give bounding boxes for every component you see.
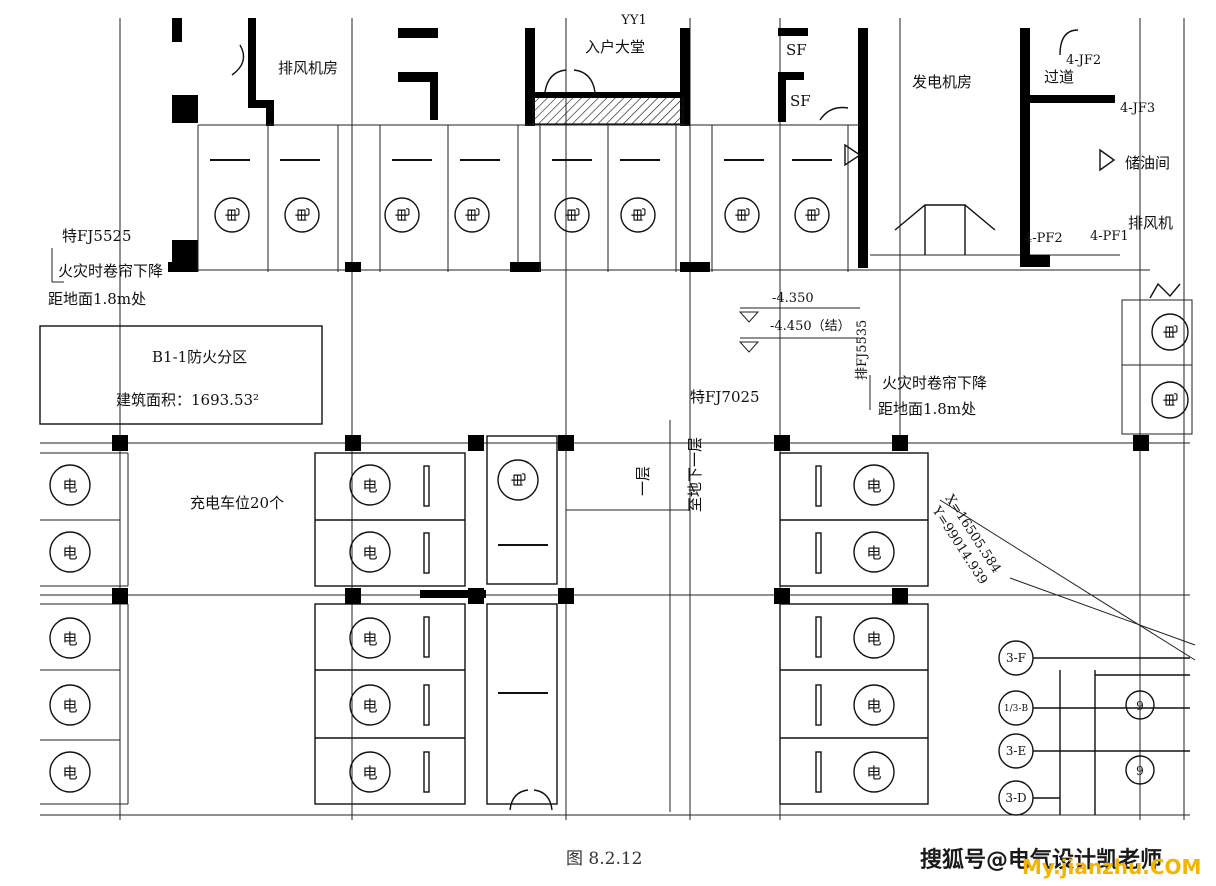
zone-area: 建筑面积：1693.53² <box>116 391 259 409</box>
mid-left-stalls <box>314 435 558 805</box>
ev-label: 电 <box>866 544 881 562</box>
axis-tag-3f: 3-F <box>1006 651 1026 665</box>
ev-label: 电 <box>62 630 77 648</box>
columns <box>112 262 1149 604</box>
zone-title: B1-1防火分区 <box>152 348 247 366</box>
watermark-overlay: My.jianzhu.COM <box>1022 855 1201 879</box>
label-fj5525: 特FJ5525 <box>62 227 132 245</box>
ev-label: 电 <box>564 207 582 222</box>
label-stair-up: 一层 <box>634 466 652 496</box>
axis-mark: 9 <box>1136 764 1144 778</box>
label-stair-down: 至地下一层 <box>686 437 704 512</box>
ev-label: 电 <box>464 207 482 222</box>
label-shutter-left-2: 距地面1.8m处 <box>48 290 146 308</box>
entrance-lintel <box>533 92 683 98</box>
right-block <box>1121 299 1193 435</box>
mid-right-stalls <box>779 452 929 805</box>
ev-label: 电 <box>866 697 881 715</box>
tag-pf1: 4-PF1 <box>1090 229 1129 244</box>
room-exhaust-fan: 排风机 <box>1128 214 1173 232</box>
tag-jf3: 4-JF3 <box>1120 101 1155 116</box>
label-shutter-left-1: 火灾时卷帘下降 <box>58 262 163 280</box>
fan-symbols <box>844 143 1116 172</box>
label-level-2: -4.450（结） <box>770 319 851 334</box>
entrance-hatch <box>532 95 684 125</box>
axis-mark: 9 <box>1136 699 1144 713</box>
zone-box <box>39 325 323 425</box>
room-sf-upper: SF <box>786 41 807 59</box>
room-exhaust-fan-room: 排风机房 <box>278 59 338 77</box>
ev-label: 电 <box>362 477 377 495</box>
figure-caption: 图 8.2.12 <box>566 849 642 869</box>
label-fj7025: 特FJ7025 <box>690 388 760 406</box>
ev-label: 电 <box>394 207 412 222</box>
ev-label: 电 <box>630 207 648 222</box>
left-column-stalls <box>40 452 129 805</box>
tag-jf2: 4-JF2 <box>1066 53 1101 68</box>
label-level-1: -4.350 <box>772 291 814 306</box>
room-entrance-hall: 入户大堂 <box>585 38 645 56</box>
ev-label: 电 <box>62 477 77 495</box>
label-shutter-right-2: 距地面1.8m处 <box>878 400 976 418</box>
tag-pf2: 4-PF2 <box>1024 231 1063 246</box>
ev-label: 电 <box>294 207 312 222</box>
ev-label: 电 <box>866 764 881 782</box>
door-swings <box>231 29 1181 811</box>
stall-slots <box>423 465 822 793</box>
ev-label: 电 <box>362 544 377 562</box>
axis-tag-3d: 3-D <box>1005 791 1026 805</box>
ev-label: 电 <box>224 207 242 222</box>
ev-label: 电 <box>62 697 77 715</box>
ev-chargers: 电 电 电 电 电 电 电 电 电 电 电 电 电 电 电 电 电 电 电 电 … <box>49 197 1189 793</box>
ev-label: 电 <box>1162 392 1180 407</box>
room-sf-lower: SF <box>790 92 811 110</box>
ev-label: 电 <box>804 207 822 222</box>
label-charging-spaces: 充电车位20个 <box>190 494 284 512</box>
ev-label: 电 <box>62 764 77 782</box>
room-generator: 发电机房 <box>912 73 972 91</box>
axis-tag-3e: 3-E <box>1006 744 1026 758</box>
leader-lines <box>51 248 1196 812</box>
grid-lines <box>40 18 1190 820</box>
ev-label: 电 <box>62 544 77 562</box>
axis-tag-13b: 1/3-B <box>1004 704 1029 714</box>
axis-tag-circles <box>998 640 1190 816</box>
ev-label: 电 <box>362 630 377 648</box>
ev-label: 电 <box>866 477 881 495</box>
walls <box>168 18 1115 272</box>
room-mark-top: YY1 <box>620 13 646 28</box>
ev-label: 电 <box>362 764 377 782</box>
label-shutter-right-1: 火灾时卷帘下降 <box>882 374 987 392</box>
room-oil-storage: 储油间 <box>1125 154 1170 172</box>
ev-label: 电 <box>866 630 881 648</box>
top-stall-row <box>197 124 860 272</box>
ev-label: 电 <box>510 472 528 487</box>
label-fj5535: 排FJ5535 <box>855 320 870 380</box>
watermark-text: 搜狐号@电气设计凯老师 <box>920 847 1162 873</box>
room-passage: 过道 <box>1044 68 1074 86</box>
generator-hood <box>894 204 996 255</box>
ev-label: 电 <box>1162 324 1180 339</box>
ev-label: 电 <box>734 207 752 222</box>
ev-label: 电 <box>362 697 377 715</box>
